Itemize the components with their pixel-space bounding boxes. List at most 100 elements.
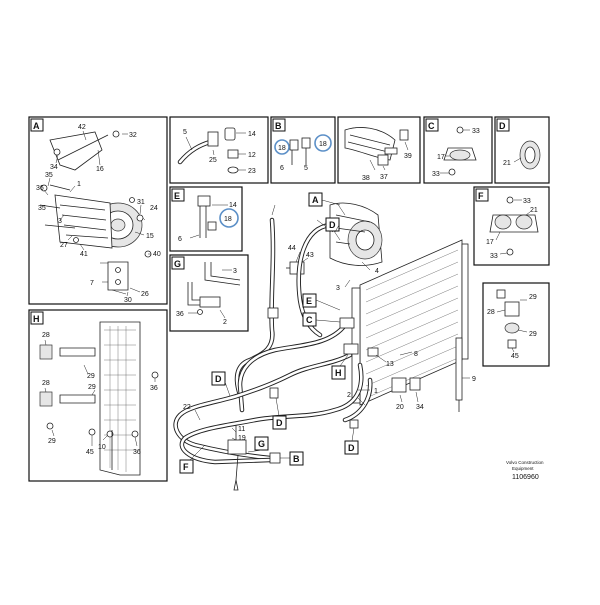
bracket-shape bbox=[391, 377, 407, 393]
fitting-shape bbox=[207, 131, 219, 147]
callout-g-36: 36 bbox=[176, 311, 184, 318]
callout-d-21: 21 bbox=[503, 160, 511, 167]
tag-a: A bbox=[308, 192, 323, 207]
svg-text:H: H bbox=[335, 368, 342, 378]
callout-r-29-top: 29 bbox=[529, 294, 537, 301]
svg-text:D: D bbox=[215, 374, 222, 384]
callout-a-31: 31 bbox=[137, 199, 145, 206]
callout-b-18-left: 18 bbox=[278, 145, 286, 152]
clamp-shape bbox=[339, 317, 355, 329]
highlight-circle bbox=[314, 134, 332, 152]
callout-a-30: 30 bbox=[124, 297, 132, 304]
callout-a-42: 42 bbox=[78, 124, 86, 131]
callout-a-16: 16 bbox=[96, 166, 104, 173]
refrigerant-hoses bbox=[173, 217, 373, 465]
detail-label-h: H bbox=[33, 314, 40, 324]
callout-h-10: 10 bbox=[98, 444, 106, 451]
tag-b: B bbox=[289, 451, 304, 466]
callout-main-11: 11 bbox=[238, 426, 245, 433]
callout-fitting-12: 12 bbox=[248, 152, 256, 159]
callout-g-3: 3 bbox=[233, 268, 237, 275]
callout-main-3: 3 bbox=[336, 285, 340, 292]
callout-a-1: 1 bbox=[77, 181, 81, 188]
callout-main-22: 22 bbox=[183, 404, 191, 411]
callout-r-29-bottom: 29 bbox=[529, 331, 537, 338]
detail-view-h: H bbox=[28, 309, 168, 482]
svg-text:B: B bbox=[293, 454, 300, 464]
callout-main-44: 44 bbox=[288, 245, 296, 252]
svg-text:D: D bbox=[329, 220, 336, 230]
callout-main-1: 1 bbox=[374, 388, 378, 395]
callout-e-18: 18 bbox=[224, 216, 232, 223]
callout-b-5: 5 bbox=[304, 165, 308, 172]
callout-fitting-5: 5 bbox=[183, 129, 187, 136]
callout-comp-37: 37 bbox=[380, 174, 388, 181]
tag-d-right: D bbox=[344, 440, 359, 455]
detail-frame-fitting bbox=[169, 116, 269, 184]
callout-main-8: 8 bbox=[414, 351, 418, 358]
callout-b-18-right: 18 bbox=[319, 141, 327, 148]
callout-a-24: 24 bbox=[150, 205, 158, 212]
callout-main-2: 2 bbox=[347, 392, 351, 399]
callout-r-45: 45 bbox=[511, 353, 519, 360]
callout-e-14: 14 bbox=[229, 202, 237, 209]
callout-a-41: 41 bbox=[80, 251, 88, 258]
tag-d-mid: D bbox=[272, 415, 287, 430]
main-assembly: 44 43 4 3 8 13 9 1 2 20 34 22 11 19 A D … bbox=[173, 192, 476, 491]
detail-label-c: C bbox=[428, 121, 435, 131]
callout-main-34: 34 bbox=[416, 404, 424, 411]
detail-label-e: E bbox=[174, 191, 180, 201]
callout-a-7: 7 bbox=[90, 280, 94, 287]
highlight-circle bbox=[219, 208, 239, 228]
compressor-shape bbox=[329, 202, 383, 266]
callout-fitting-14: 14 bbox=[248, 131, 256, 138]
callout-e-6: 6 bbox=[178, 236, 182, 243]
svg-text:G: G bbox=[258, 439, 265, 449]
clamp-shape bbox=[367, 347, 379, 357]
tag-d-left: D bbox=[211, 371, 226, 386]
detail-view-condenser-mount: 29 28 29 45 bbox=[482, 282, 550, 367]
callout-f-21: 21 bbox=[530, 207, 538, 214]
brand-line-1: Volvo Construction bbox=[506, 460, 544, 465]
compressor-body-shape bbox=[54, 194, 113, 249]
callout-comp-38: 38 bbox=[362, 175, 370, 182]
tag-h: H bbox=[331, 365, 346, 380]
callout-main-43: 43 bbox=[306, 252, 314, 259]
detail-view-d: D 21 bbox=[494, 116, 550, 184]
callout-a-34: 34 bbox=[50, 164, 58, 171]
callout-h-28-top: 28 bbox=[42, 332, 50, 339]
callout-a-15: 15 bbox=[146, 233, 154, 240]
callout-main-13: 13 bbox=[386, 361, 394, 368]
svg-text:E: E bbox=[306, 296, 312, 306]
detail-view-compressor-top: 39 38 37 bbox=[337, 116, 421, 184]
clamp-shape bbox=[227, 439, 247, 455]
detail-view-c: C 33 17 33 bbox=[423, 116, 493, 184]
callout-a-27: 27 bbox=[60, 242, 68, 249]
detail-label-g: G bbox=[174, 259, 181, 269]
drawing-number: 1106960 bbox=[512, 474, 539, 481]
callout-f-33-bottom: 33 bbox=[490, 253, 498, 260]
receiver-drier-shape bbox=[455, 337, 463, 401]
callout-comp-39: 39 bbox=[404, 153, 412, 160]
callout-c-33-bottom: 33 bbox=[432, 171, 440, 178]
detail-view-b: B 18 18 6 5 bbox=[270, 116, 336, 184]
footer: Volvo Construction Equipment 1106960 bbox=[506, 460, 544, 481]
highlight-circle bbox=[274, 139, 290, 155]
callout-h-36-bottom: 36 bbox=[133, 449, 141, 456]
callout-a-32: 32 bbox=[129, 132, 137, 139]
callout-h-45: 45 bbox=[86, 449, 94, 456]
brand-line-2: Equipment bbox=[512, 466, 534, 471]
detail-view-g: G 3 36 2 bbox=[169, 254, 249, 332]
callout-b-6: 6 bbox=[280, 165, 284, 172]
detail-label-a: A bbox=[33, 121, 40, 131]
detail-label-f: F bbox=[478, 191, 484, 201]
mount-pad-shape bbox=[39, 344, 53, 360]
tag-d-top: D bbox=[325, 217, 340, 232]
svg-text:D: D bbox=[276, 418, 283, 428]
detail-view-a: A bbox=[28, 116, 168, 305]
detail-view-hose-fitting: 5 14 25 12 23 bbox=[169, 116, 269, 184]
callout-a-35-left: 35 bbox=[38, 205, 46, 212]
tag-e: E bbox=[302, 293, 317, 308]
